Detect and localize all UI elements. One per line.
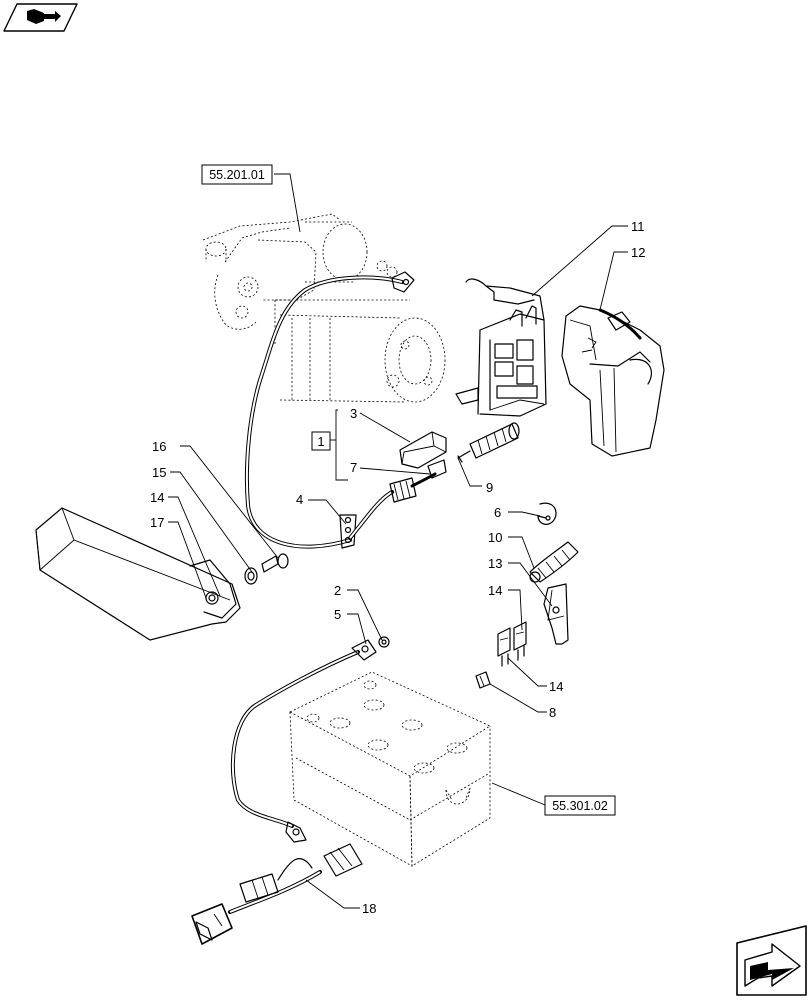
fuse-relay-box: [455, 278, 547, 417]
ref-battery-label: 55.301.02: [552, 799, 608, 813]
callout-9: 9: [486, 480, 493, 495]
protective-sleeve: [529, 541, 579, 583]
battery-cable: [230, 636, 390, 843]
callout-19: 18: [362, 901, 376, 916]
callout-5: 5: [334, 607, 341, 622]
callout-6: 6: [494, 505, 501, 520]
next-page-arrow-icon[interactable]: [736, 925, 807, 996]
callout-15: 14: [150, 490, 164, 505]
terminal-cap: [399, 431, 447, 469]
book-arrow-icon[interactable]: [3, 3, 78, 32]
kit-label: 1: [317, 434, 324, 449]
callout-numbers: 3 7 4 9 11 12 16 15 14 17 6 10 13 14 14 …: [150, 219, 645, 916]
battery: [289, 671, 491, 867]
callout-18: 17: [150, 515, 164, 530]
fuse-8: [475, 671, 491, 689]
wiring-harness: [191, 843, 363, 945]
callout-14-top: 14: [488, 583, 502, 598]
callout-7: 7: [350, 460, 357, 475]
leader-lines: [168, 173, 628, 909]
callout-11: 11: [631, 219, 645, 234]
ref-starter-label: 55.201.01: [209, 168, 265, 182]
fuse-box-cover: [561, 305, 665, 457]
battery-cable-7: [348, 459, 447, 540]
cable-clip: [339, 514, 357, 549]
callout-14-bottom: 14: [549, 679, 563, 694]
battery-terminal-cover: [35, 507, 241, 641]
kit-box: 1: [311, 431, 331, 451]
bolt-and-washer: [244, 553, 289, 585]
callout-4: 4: [296, 492, 303, 507]
starter-motor: [202, 213, 446, 403]
callout-10: 10: [488, 530, 502, 545]
fuse-holder: [457, 422, 520, 463]
callout-12: 12: [631, 245, 645, 260]
callout-8: 8: [549, 705, 556, 720]
ref-box-starter[interactable]: 55.201.01: [201, 164, 273, 185]
starter-cable: [244, 271, 415, 549]
ref-box-battery[interactable]: 55.301.02: [544, 795, 616, 816]
clamp-13: [543, 583, 569, 645]
cable-clip-6: [537, 502, 557, 525]
callout-3: 3: [350, 406, 357, 421]
callout-17: 16: [152, 439, 166, 454]
callout-16: 15: [152, 465, 166, 480]
callout-2: 2: [334, 583, 341, 598]
callout-13: 13: [488, 556, 502, 571]
